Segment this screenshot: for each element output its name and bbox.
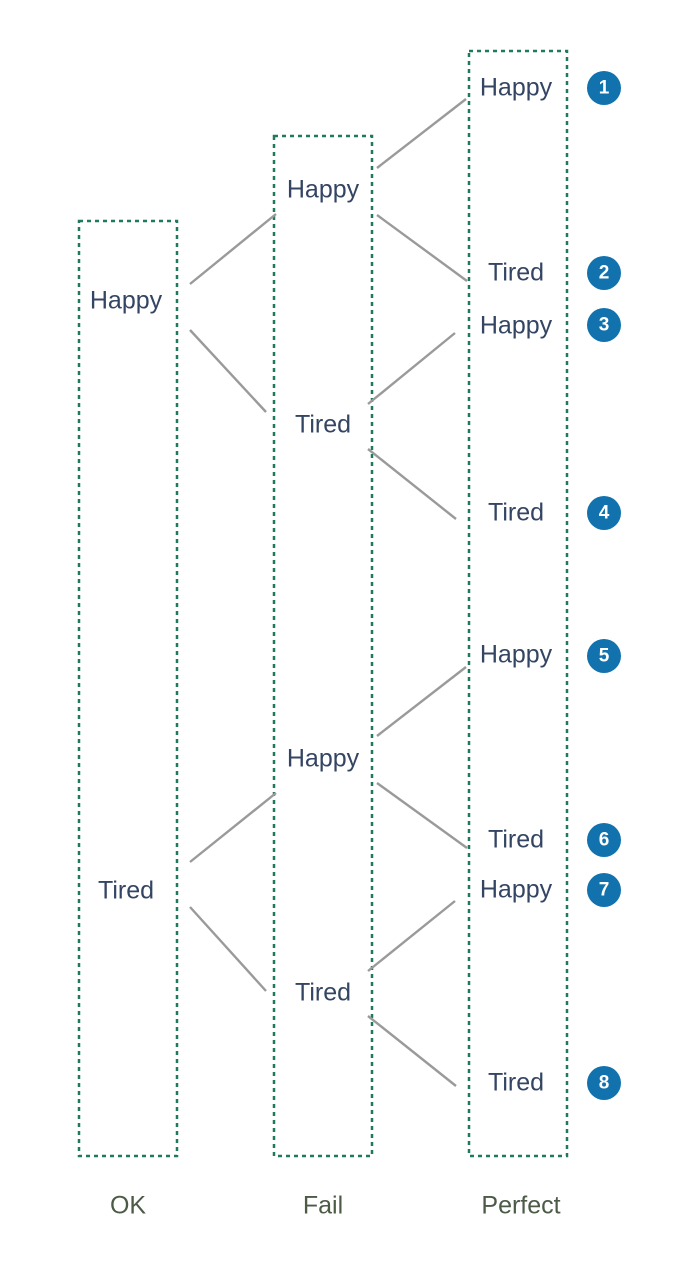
edge-fail-happy2-to-perfect-tired6 xyxy=(376,782,468,849)
outcome-badge-4: 4 xyxy=(587,496,621,530)
outcome-badge-number: 1 xyxy=(599,78,610,99)
column-label-ok: OK xyxy=(110,1192,146,1220)
edge-fail-happy1-to-perfect-happy1 xyxy=(376,98,467,169)
edge-ok-tired-to-fail-happy xyxy=(189,792,277,863)
edge-ok-happy-to-fail-happy xyxy=(189,213,277,285)
column-box-perfect xyxy=(467,49,569,1158)
outcome-badge-number: 2 xyxy=(599,263,610,284)
perfect-state-happy-5: Happy xyxy=(480,641,553,669)
outcome-badge-6: 6 xyxy=(587,823,621,857)
column-box-fail xyxy=(272,134,374,1158)
outcome-badge-number: 3 xyxy=(599,315,610,336)
edge-fail-tired2-to-perfect-happy7 xyxy=(367,900,456,972)
perfect-state-happy-7: Happy xyxy=(480,876,553,904)
outcome-badge-3: 3 xyxy=(587,308,621,342)
perfect-state-happy-3: Happy xyxy=(480,312,553,340)
column-label-fail: Fail xyxy=(303,1192,343,1220)
outcome-badge-7: 7 xyxy=(587,873,621,907)
edge-ok-tired-to-fail-tired xyxy=(189,906,267,992)
edge-fail-happy2-to-perfect-happy5 xyxy=(376,666,467,737)
fail-state-happy-1: Happy xyxy=(287,176,360,204)
outcome-badge-5: 5 xyxy=(587,639,621,673)
outcome-badge-number: 6 xyxy=(599,830,610,851)
fail-state-tired-2: Tired xyxy=(295,979,351,1007)
outcome-badge-1: 1 xyxy=(587,71,621,105)
ok-state-happy: Happy xyxy=(90,287,163,315)
fail-state-happy-2: Happy xyxy=(287,745,360,773)
perfect-state-tired-6: Tired xyxy=(488,826,544,854)
outcome-badge-number: 4 xyxy=(599,503,610,524)
column-box-ok xyxy=(77,219,179,1158)
outcome-badge-2: 2 xyxy=(587,256,621,290)
edge-fail-tired2-to-perfect-tired8 xyxy=(367,1015,457,1087)
fail-state-tired-1: Tired xyxy=(295,411,351,439)
outcome-badge-number: 7 xyxy=(599,880,610,901)
outcome-badge-number: 5 xyxy=(599,646,610,667)
perfect-state-tired-4: Tired xyxy=(488,499,544,527)
edge-fail-tired1-to-perfect-tired4 xyxy=(367,448,457,520)
perfect-state-happy-1: Happy xyxy=(480,74,553,102)
column-label-perfect: Perfect xyxy=(481,1192,560,1220)
perfect-state-tired-8: Tired xyxy=(488,1069,544,1097)
perfect-state-tired-2: Tired xyxy=(488,259,544,287)
ok-state-tired: Tired xyxy=(98,877,154,905)
edge-ok-happy-to-fail-tired xyxy=(189,329,267,413)
edge-fail-tired1-to-perfect-happy3 xyxy=(367,332,456,405)
outcome-badge-number: 8 xyxy=(599,1073,610,1094)
outcome-badge-8: 8 xyxy=(587,1066,621,1100)
edge-fail-happy1-to-perfect-tired2 xyxy=(376,214,468,282)
